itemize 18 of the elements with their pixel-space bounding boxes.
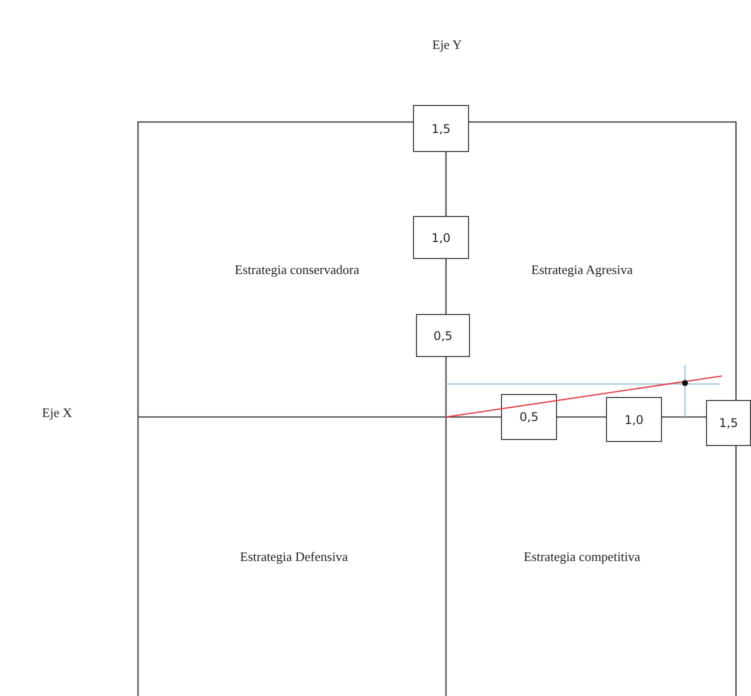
tick-box [413,105,469,152]
tick-box [606,397,662,442]
tick-box [413,216,469,259]
tick-box [706,400,751,446]
tick-value: 1,0 [431,230,451,244]
quadrant-label: Estrategia competitiva [524,549,640,565]
tick-value: 1,5 [718,416,738,430]
quadrant-label: Estrategia conservadora [234,262,360,278]
tick-value: 0,5 [433,328,453,342]
tick-box [416,314,470,357]
quadrant-label: Estrategia Defensiva [240,549,348,565]
axis-label: Eje Y [432,37,462,53]
tick-box [501,394,557,440]
quadrant-label: Estrategia Agresiva [531,262,633,278]
tick-value: 1,5 [431,122,451,136]
tick-value: 0,5 [519,410,539,424]
tick-value: 1,0 [624,412,644,426]
axis-label: Eje X [42,405,72,421]
